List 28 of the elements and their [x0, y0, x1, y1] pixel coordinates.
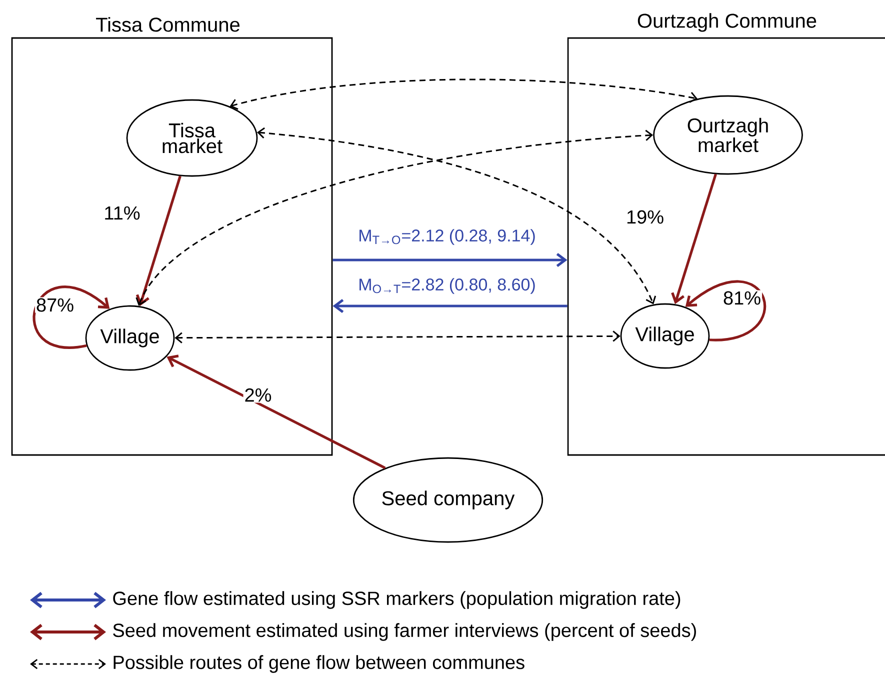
- arrow: [32, 286, 110, 349]
- legend-text: Seed movement estimated using farmer interviews (percent of seeds): [113, 623, 696, 641]
- arrow: [332, 252, 568, 268]
- edge-label: 11%: [102, 205, 142, 221]
- dashed-arrow: [230, 78, 698, 110]
- ellipse-node: Village: [85, 305, 175, 371]
- arrow: [671, 174, 717, 304]
- dashed-arrow: [257, 127, 656, 304]
- node-label: Tissa Commune: [96, 17, 240, 32]
- ellipse-node: Tissa market: [126, 99, 258, 177]
- dashed-arrow: [136, 130, 654, 306]
- arrow: [166, 354, 386, 470]
- arrow: [332, 298, 568, 314]
- arrow: [685, 280, 766, 342]
- edge-label: 81%: [722, 290, 762, 306]
- edge-label: 2%: [243, 387, 273, 403]
- arrow: [136, 176, 182, 306]
- ellipse-node: Village: [620, 303, 710, 369]
- edge-label: M$_{O→T}$=2.82 (0.80, 8.60): [357, 277, 537, 295]
- ellipse-node: Ourtzagh market: [653, 95, 803, 175]
- ellipse-node: Seed company: [352, 457, 544, 543]
- edge-label: M$_{T→O}$=2.12 (0.28, 9.14): [357, 228, 537, 246]
- edge-label: 87%: [35, 297, 76, 313]
- dashed-arrow: [174, 330, 620, 344]
- legend-text: Possible routes of gene flow between communes: [114, 655, 524, 673]
- edge-label: 19%: [625, 209, 666, 225]
- node-label: Ourtzagh Commune: [638, 13, 816, 32]
- legend-text: Gene flow estimated using SSR markers (population migration rate): [113, 591, 680, 609]
